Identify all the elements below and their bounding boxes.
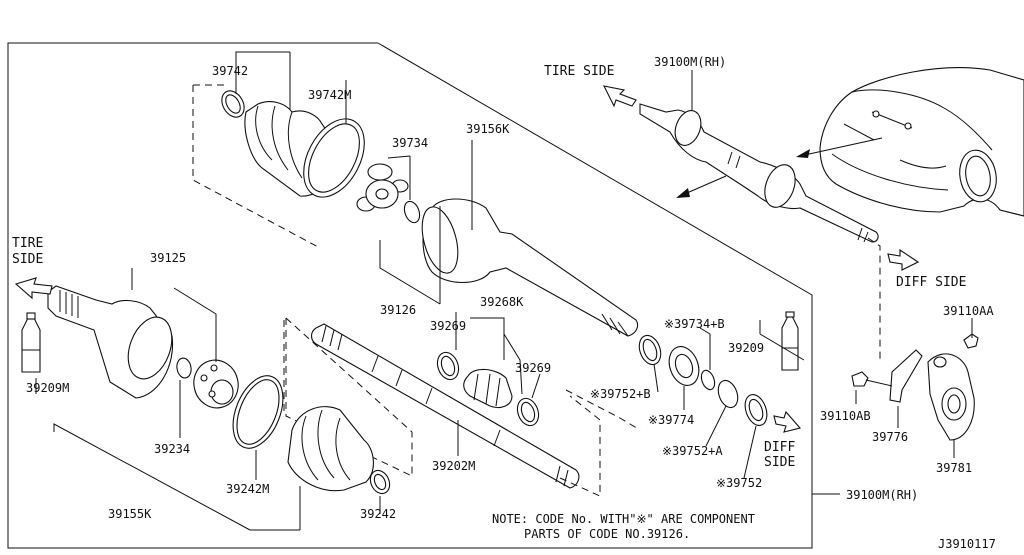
note-line-2: PARTS OF CODE NO.39126. bbox=[524, 527, 690, 541]
label-39125: 39125 bbox=[150, 251, 186, 265]
label-39126: 39126 bbox=[380, 303, 416, 317]
label-39781: 39781 bbox=[936, 461, 972, 475]
label-39110ab: 39110AB bbox=[820, 409, 871, 423]
diff-side-right-arrow bbox=[887, 248, 920, 271]
label-39742: 39742 bbox=[212, 64, 248, 78]
full-driveshaft-assembly bbox=[639, 103, 879, 243]
label-39752: ※39752 bbox=[716, 476, 762, 490]
label-39734-b: ※39734+B bbox=[664, 317, 725, 331]
label-39269-left: 39269 bbox=[430, 319, 466, 333]
pointer-assembly-arrowhead bbox=[676, 188, 690, 198]
label-39752-a: ※39752+A bbox=[662, 444, 723, 458]
label-39774: ※39774 bbox=[648, 413, 694, 427]
lower-boot-assembly bbox=[232, 317, 601, 497]
hub-link-line bbox=[867, 237, 881, 360]
label-39269-right: 39269 bbox=[515, 361, 551, 375]
vehicle-silhouette bbox=[819, 67, 1024, 217]
diff-side-right-label: DIFF SIDE bbox=[896, 275, 966, 290]
label-39100m-bottom: 39100M(RH) bbox=[846, 488, 918, 502]
mid-boot-kit bbox=[436, 351, 540, 427]
leader-lines bbox=[35, 51, 973, 531]
diff-side-lower-label-line2: SIDE bbox=[764, 455, 795, 470]
label-39156k: 39156K bbox=[466, 122, 510, 136]
label-39734: 39734 bbox=[392, 136, 428, 150]
tire-side-top-label: TIRE SIDE bbox=[544, 64, 614, 79]
diagram-id: J3910117 bbox=[938, 537, 996, 551]
tire-side-left-label-line1: TIRE bbox=[12, 236, 43, 251]
diff-side-lower-arrow bbox=[773, 410, 802, 433]
tire-side-left-label-line2: SIDE bbox=[12, 252, 43, 267]
note-line-1: NOTE: CODE No. WITH"※" ARE COMPONENT bbox=[492, 512, 755, 526]
label-39155k: 39155K bbox=[108, 507, 152, 521]
label-39742m: 39742M bbox=[308, 88, 351, 102]
label-39100m-top: 39100M(RH) bbox=[654, 55, 726, 69]
bearing-set bbox=[565, 311, 799, 431]
upper-boot-assembly bbox=[192, 84, 639, 337]
hub-knuckle bbox=[851, 333, 979, 441]
label-39752-b: ※39752+B bbox=[590, 387, 651, 401]
tire-side-left-arrow bbox=[14, 277, 53, 300]
tire-side-top-arrow bbox=[603, 85, 637, 108]
label-39242: 39242 bbox=[360, 507, 396, 521]
label-39268k: 39268K bbox=[480, 295, 524, 309]
label-39209: 39209 bbox=[728, 341, 764, 355]
outer-cv-joint bbox=[21, 285, 239, 409]
label-39234: 39234 bbox=[154, 442, 190, 456]
label-39110aa: 39110AA bbox=[943, 304, 994, 318]
label-39242m: 39242M bbox=[226, 482, 269, 496]
main-frame bbox=[7, 42, 813, 549]
label-39776: 39776 bbox=[872, 430, 908, 444]
pointer-car-arrow bbox=[799, 137, 883, 157]
label-39209m: 39209M bbox=[26, 381, 69, 395]
label-39202m: 39202M bbox=[432, 459, 475, 473]
pointer-car-arrowhead bbox=[796, 149, 810, 158]
diff-side-lower-label-line1: DIFF bbox=[764, 440, 795, 455]
